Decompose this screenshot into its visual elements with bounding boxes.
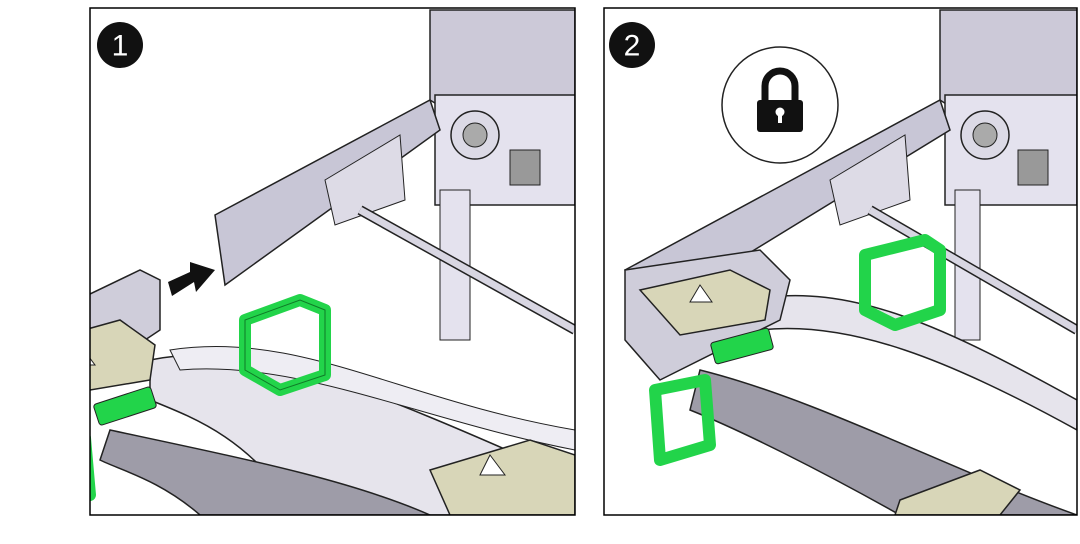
release-tab [93,386,157,426]
velcro-strap [859,234,946,331]
step-1-panel: 1 [89,7,576,516]
cma-arm [749,294,1077,431]
rail-connector-bracket [829,134,911,226]
lock-icon [721,46,839,164]
velcro-strap [90,434,96,502]
release-tab [710,327,774,365]
step-number: 1 [112,30,129,63]
push-arrow-icon [168,262,215,296]
step-number: 2 [624,30,641,63]
step-number-badge [609,22,655,68]
server-rear-panel [944,94,1077,206]
panel-border [603,7,1078,516]
step-2-panel: 2 [603,7,1078,516]
step-number-badge [97,22,143,68]
connector-bracket [90,319,156,391]
velcro-strap [649,374,716,466]
panel-border [89,7,576,516]
rail-connector-bracket [324,134,406,226]
